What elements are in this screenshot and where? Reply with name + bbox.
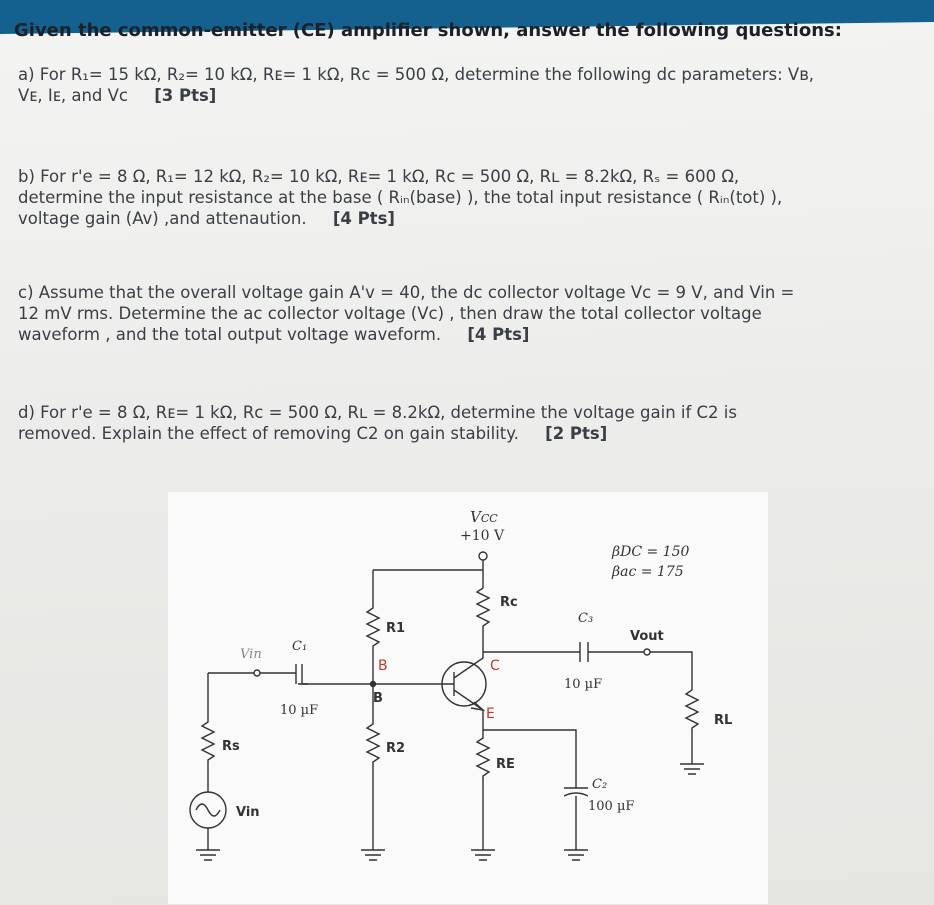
vcc-label: VCC	[470, 508, 498, 526]
rl-resistor	[684, 689, 700, 764]
rs-label: Rs	[222, 739, 240, 754]
r2-ground	[361, 849, 385, 861]
rc-label: Rc	[500, 595, 518, 610]
rs-resistor	[200, 673, 216, 792]
c2-label: C₂	[592, 777, 607, 792]
top-rail	[373, 560, 484, 571]
c1-capacitor	[288, 664, 308, 685]
question-c-line2: 12 mV rms. Determine the ac collector vo…	[18, 304, 762, 323]
question-b-line2: determine the input resistance at the ba…	[18, 188, 783, 207]
rl-ground	[680, 763, 704, 775]
question-d-points: [2 Pts]	[545, 424, 608, 443]
vout-node	[643, 648, 651, 656]
question-c-line3: waveform , and the total output voltage …	[18, 325, 530, 344]
vin-source-label: Vin	[236, 805, 260, 820]
question-a-line1: a) For R₁= 15 kΩ, R₂= 10 kΩ, Rᴇ= 1 kΩ, R…	[18, 65, 815, 84]
re-ground	[471, 849, 495, 861]
question-a-line2: Vᴇ, Iᴇ, and Vᴄ [3 Pts]	[18, 86, 217, 105]
beta-dc-label: βDC = 150	[611, 544, 689, 560]
vcc-value: +10 V	[460, 528, 505, 544]
beta-ac-label: βac = 175	[611, 564, 684, 580]
r1-label: R1	[386, 621, 405, 636]
circuit-diagram: VCC +10 V R1 R2 B B Vin C₁ 10 µF Rs Vin …	[168, 492, 768, 904]
question-d-line1: d) For r'e = 8 Ω, Rᴇ= 1 kΩ, Rᴄ = 500 Ω, …	[18, 403, 737, 422]
c3-capacitor	[579, 642, 589, 662]
r1-resistor	[365, 570, 381, 684]
emitter-arrow	[470, 701, 486, 712]
question-b-line3: voltage gain (Av) ,and attenaution. [4 P…	[18, 209, 395, 228]
sine-icon	[195, 803, 221, 817]
emitter-label: E	[486, 706, 495, 722]
question-c: c) Assume that the overall voltage gain …	[18, 282, 908, 345]
c2-value: 100 µF	[588, 799, 634, 814]
question-a: a) For R₁= 15 kΩ, R₂= 10 kΩ, Rᴇ= 1 kΩ, R…	[18, 64, 908, 106]
re-label: RE	[496, 757, 515, 772]
vin-ground	[196, 828, 220, 861]
question-c-points: [4 Pts]	[467, 325, 530, 344]
question-a-points: [3 Pts]	[154, 86, 217, 105]
c3-label: C₃	[578, 611, 593, 626]
base-label-1: B	[378, 658, 388, 674]
question-d: d) For r'e = 8 Ω, Rᴇ= 1 kΩ, Rᴄ = 500 Ω, …	[18, 402, 908, 444]
c1-label: C₁	[292, 639, 307, 654]
vin-node-label: Vin	[240, 647, 262, 662]
question-c-line1: c) Assume that the overall voltage gain …	[18, 283, 795, 302]
re-resistor	[475, 718, 491, 850]
r2-label: R2	[386, 741, 405, 756]
collector-label: C	[490, 658, 500, 674]
transistor-base-bar	[373, 652, 484, 718]
question-b: b) For r'e = 8 Ω, R₁= 12 kΩ, R₂= 10 kΩ, …	[18, 166, 908, 229]
r2-resistor	[365, 684, 381, 850]
page-title: Given the common-emitter (CE) amplifier …	[14, 20, 842, 41]
c3-value: 10 µF	[564, 677, 602, 692]
input-wire	[208, 672, 373, 685]
rc-resistor	[475, 570, 491, 652]
question-b-line1: b) For r'e = 8 Ω, R₁= 12 kΩ, R₂= 10 kΩ, …	[18, 167, 740, 186]
vout-label: Vout	[630, 629, 664, 644]
vin-node	[253, 669, 261, 677]
c2-capacitor	[563, 787, 589, 861]
question-b-points: [4 Pts]	[332, 209, 395, 228]
rl-label: RL	[714, 713, 732, 728]
vout-wire	[650, 651, 693, 690]
c2-wire	[483, 729, 577, 788]
c1-value: 10 µF	[280, 703, 318, 718]
vcc-terminal	[478, 551, 488, 561]
base-label-2: B	[373, 691, 383, 706]
question-d-line2: removed. Explain the effect of removing …	[18, 424, 608, 443]
